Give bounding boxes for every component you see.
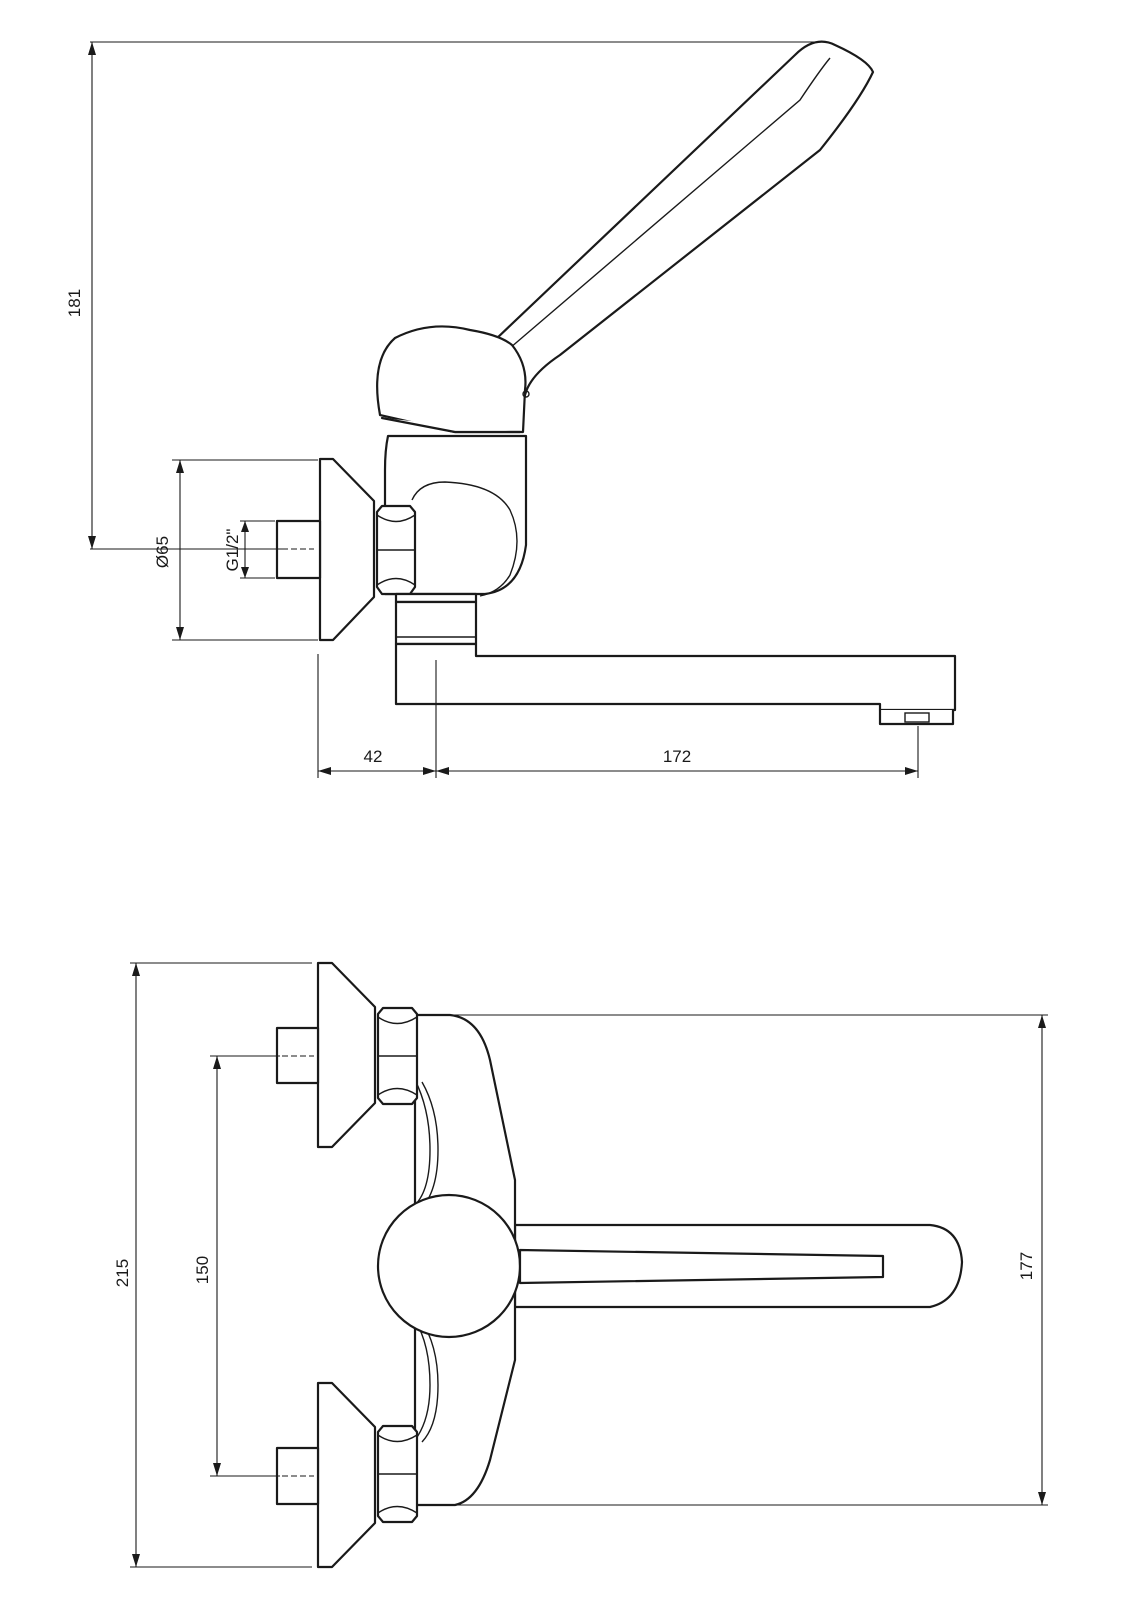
mixer-body [383,434,528,596]
dim-150-arrow-bottom [213,1463,221,1476]
dim-177-label: 177 [1017,1252,1036,1280]
dim-thread-label: G1/2" [223,529,242,572]
hex-nut-lower-facet [377,1434,418,1514]
top-view: 215 150 177 [113,961,1048,1569]
side-view: 181 Ø65 G1/2" 42 172 [65,40,957,778]
swivel-ring [394,592,478,604]
dim-215-arrow-top [132,963,140,976]
dim-150-arrow-top [213,1056,221,1069]
dim-172-label: 172 [663,747,691,766]
lever-top [518,1248,885,1285]
dim-181-arrow-top [88,42,96,55]
dim-172-arrow-right [905,767,918,775]
wall-rosette [318,457,376,642]
dim-181-label: 181 [65,289,84,317]
dim-150-label: 150 [193,1256,212,1284]
dim-thread-arrow-bottom [241,567,249,578]
rosette-upper [316,961,377,1149]
rosette-lower [316,1381,377,1569]
dim-65-label: Ø65 [153,536,172,568]
hex-nut-upper-facet [377,1016,418,1096]
aerator [878,708,955,726]
body-contour [411,481,518,597]
dim-thread-arrow-top [241,521,249,532]
lever-handle-inner [509,57,831,349]
cartridge-dome [376,325,527,434]
dome-skirt [380,416,522,434]
dim-42-label: 42 [364,747,383,766]
aerator-insert [904,712,930,723]
cartridge-cap-top [376,1193,522,1339]
lever-handle [493,40,875,424]
dim-172-arrow-left [436,767,449,775]
spout [394,642,957,712]
dim-65-arrow-bottom [176,627,184,640]
hex-nut-facet [376,514,416,586]
dim-65-arrow-top [176,460,184,473]
dim-177-arrow-top [1038,1015,1046,1028]
dim-42-arrow-left [318,767,331,775]
dim-42-arrow-right [423,767,436,775]
dim-181-arrow-bottom [88,536,96,549]
dim-177-arrow-bottom [1038,1492,1046,1505]
dim-215-arrow-bottom [132,1554,140,1567]
lever-pivot [522,390,530,398]
dim-215-label: 215 [113,1259,132,1287]
